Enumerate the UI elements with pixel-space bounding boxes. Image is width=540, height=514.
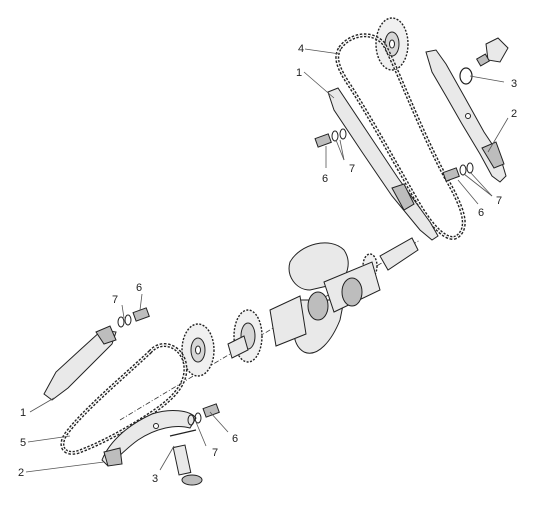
callout-labels: 4 1 3 2 6 7 6 7 7 6 1 5 2 3 7 6 (18, 43, 517, 485)
callout-lower-left-pin: 6 (136, 282, 142, 294)
callout-lower-chain: 5 (20, 437, 26, 449)
lower-cam-gear (181, 323, 215, 377)
upper-timing-chain (335, 33, 466, 240)
callout-lower-plug: 3 (152, 473, 158, 485)
callout-lower-guide: 1 (20, 407, 26, 419)
callout-upper-left-washer: 7 (349, 163, 355, 175)
callout-upper-left-pin: 6 (322, 173, 328, 185)
lower-tensioner-plug (169, 429, 203, 486)
callout-lower-left-washer: 7 (112, 294, 118, 306)
callout-lower-right-pin: 6 (232, 433, 238, 445)
callout-upper-right-washer: 7 (496, 195, 502, 207)
upper-left-pin-and-washers (314, 128, 347, 148)
callout-lower-tensioner: 2 (18, 467, 24, 479)
leader-lines (25, 48, 509, 473)
upper-right-pin-and-washers (442, 162, 474, 182)
upper-tensioner-plug (459, 37, 509, 85)
callout-upper-plug: 3 (511, 78, 517, 90)
lower-right-pin-and-washers (187, 403, 220, 426)
callout-upper-right-pin: 6 (478, 207, 484, 219)
callout-lower-right-washer: 7 (212, 447, 218, 459)
upper-chain-guide (327, 87, 439, 241)
upper-chain-tensioner (425, 49, 507, 183)
lower-timing-chain (60, 343, 188, 455)
lower-left-pin-and-washers (117, 307, 150, 328)
crankshaft (119, 237, 421, 421)
callout-upper-guide: 1 (296, 67, 302, 79)
lower-chain-tensioner (101, 410, 197, 467)
lower-chain-guide (43, 325, 117, 401)
callout-upper-tensioner: 2 (511, 108, 517, 120)
callout-upper-chain: 4 (298, 43, 304, 55)
upper-cam-gear (375, 17, 409, 71)
